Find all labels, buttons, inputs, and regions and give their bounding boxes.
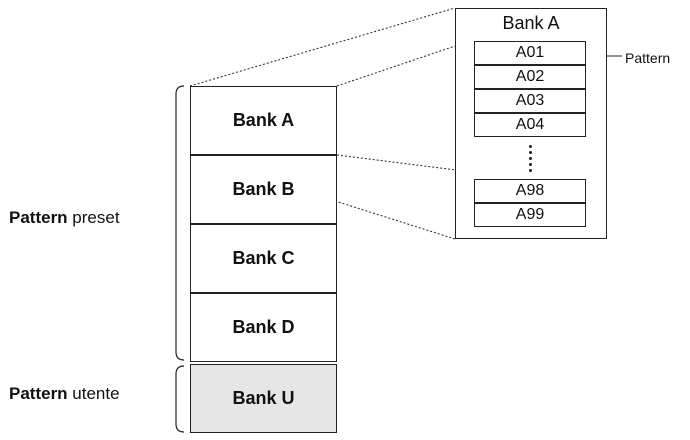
preset-group-label-rest: preset (67, 208, 120, 227)
pattern-callout-label: Pattern (625, 50, 671, 66)
user-brace (175, 365, 185, 433)
bank-d-cell: Bank D (190, 293, 337, 362)
projection-line-top-right (336, 40, 471, 87)
pattern-slot: A01 (474, 41, 586, 65)
preset-group-label: Pattern preset (9, 208, 120, 228)
projection-line-bottom-right (336, 154, 473, 173)
ellipsis-dot (529, 145, 532, 148)
pattern-slot: A99 (474, 203, 586, 227)
ellipsis-dot (529, 151, 532, 154)
user-group-label-bold: Pattern (9, 384, 68, 403)
detail-box-title: Bank A (502, 13, 560, 33)
bank-u-cell: Bank U (190, 364, 337, 433)
pattern-slot: A04 (474, 113, 586, 137)
bank-b-cell: Bank B (190, 155, 337, 224)
user-group-label: Pattern utente (9, 384, 120, 404)
bank-a-detail-box: Bank A A01 A02 A03 A04 A98 A99 (455, 8, 607, 239)
ellipsis-dot (529, 157, 532, 160)
user-group-label-rest: utente (67, 384, 120, 403)
preset-group-label-bold: Pattern (9, 208, 68, 227)
pattern-slot: A02 (474, 65, 586, 89)
projection-line-top-left (189, 7, 456, 87)
pattern-slot: A03 (474, 89, 586, 113)
ellipsis-dot (529, 169, 532, 172)
ellipsis-dot (529, 163, 532, 166)
pattern-slot: A98 (474, 179, 586, 203)
bank-c-cell: Bank C (190, 224, 337, 293)
preset-brace (175, 85, 185, 361)
bank-a-cell: Bank A (190, 86, 337, 155)
